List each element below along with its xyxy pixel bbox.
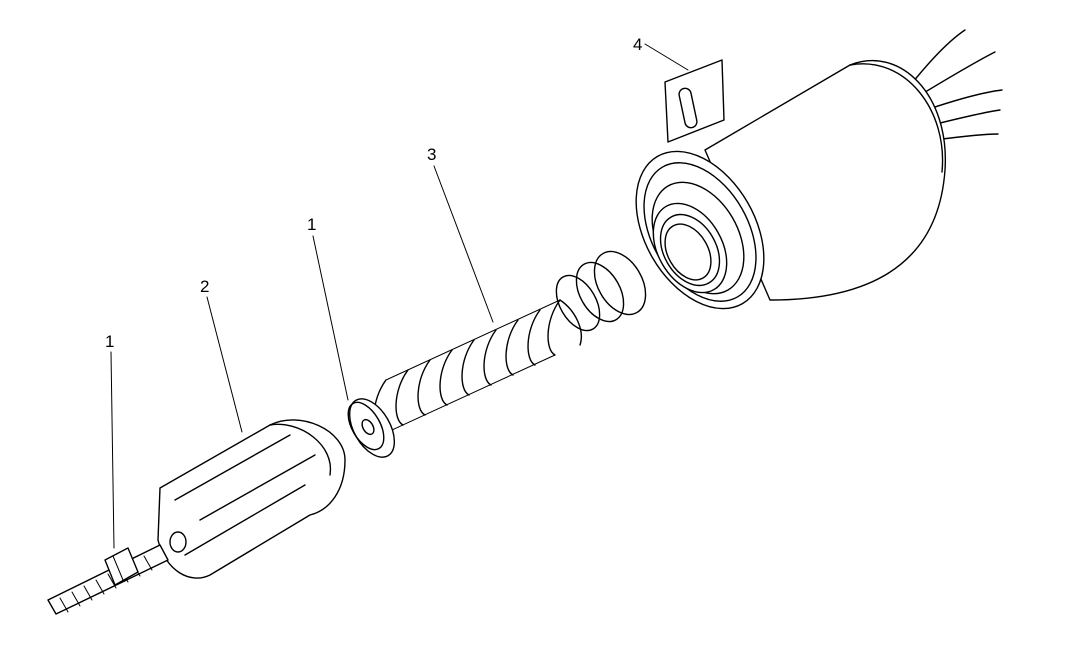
- callout-label: 1: [307, 215, 316, 234]
- callout-1-middle: 1: [307, 215, 349, 401]
- washer: [347, 398, 396, 458]
- callout-label: 4: [633, 35, 642, 54]
- callout-4: 4: [633, 35, 689, 71]
- callout-label: 1: [105, 332, 114, 351]
- callout-label: 3: [427, 145, 436, 164]
- mounting-bracket: [664, 59, 725, 143]
- callout-3: 3: [427, 145, 494, 323]
- threaded-stud: [47, 544, 169, 615]
- callout-label: 2: [200, 277, 209, 296]
- callout-1-left: 1: [105, 332, 115, 549]
- plunger-housing: [157, 419, 346, 579]
- spring: [373, 250, 647, 436]
- callout-2: 2: [200, 277, 243, 433]
- solenoid: [635, 29, 1003, 310]
